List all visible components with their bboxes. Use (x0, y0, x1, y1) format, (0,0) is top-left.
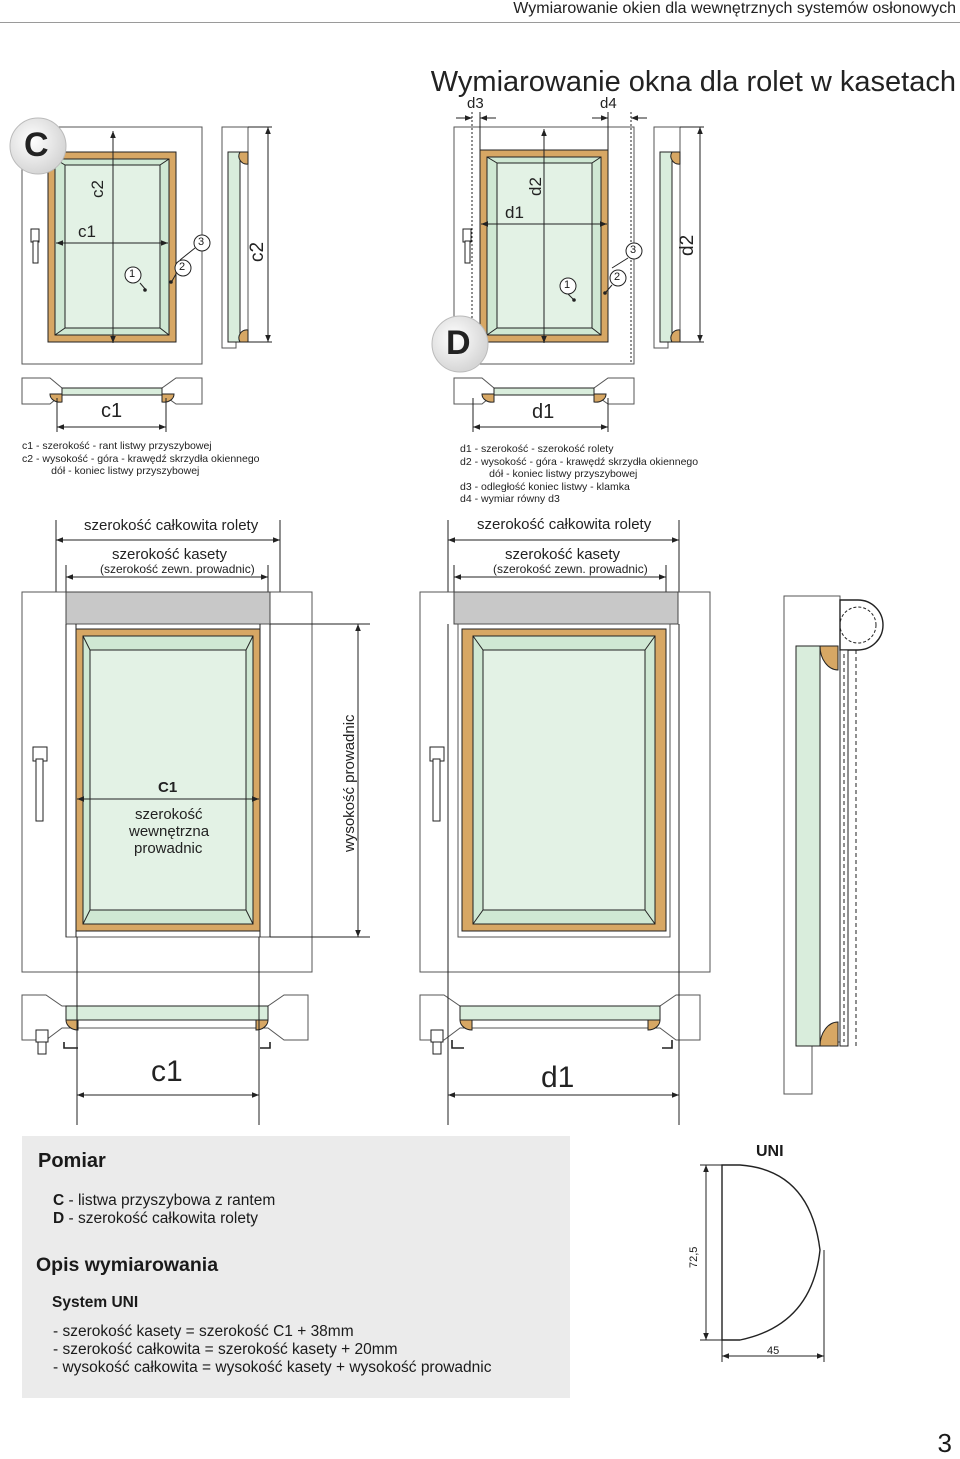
description-heading: Opis wymiarowania (36, 1254, 219, 1276)
badge-c-letter: C (24, 126, 49, 164)
info-box: Pomiar C - listwa przyszybowa z rantem D… (22, 1136, 570, 1398)
dim-d2-label: d2 (526, 177, 545, 196)
marker-2-d (609, 269, 627, 287)
inner-width-line2: wewnętrzna (129, 823, 210, 840)
total-width-right-label: szerokość całkowita rolety (477, 516, 652, 533)
dim-d1-plan-label: d1 (532, 401, 555, 423)
dim-d3-label: d3 (467, 95, 484, 112)
dim-d1-bottom-label: d1 (541, 1061, 575, 1094)
dim-c1-bottom-label: c1 (151, 1055, 183, 1088)
install-left-window (21, 520, 370, 973)
formula-line: - szerokość kasety = szerokość C1 + 38mm (53, 1323, 354, 1340)
inner-width-line1: szerokość (135, 806, 203, 823)
marker-3-d (625, 242, 643, 260)
dim-c1-label: c1 (78, 222, 96, 241)
marker-1-d (559, 277, 577, 295)
marker-label: 3 (630, 244, 637, 256)
profile-width-label: 45 (767, 1345, 780, 1357)
dim-c1-plan-label: c1 (101, 400, 123, 422)
legend-c: c1 - szerokość - rant listwy przyszybowe… (22, 440, 260, 477)
window-c-plan (21, 377, 203, 432)
legend-d: d1 - szerokość - szerokość rolety d2 - w… (460, 443, 699, 505)
total-width-left-label: szerokość całkowita rolety (84, 517, 259, 534)
cassette-sub-left-label: (szerokość zewn. prowadnic) (100, 562, 255, 576)
page-number: 3 (937, 1428, 952, 1458)
marker-label: 2 (614, 271, 621, 283)
marker-1-c (124, 266, 142, 284)
uni-profile (700, 1164, 825, 1362)
cassette-sub-right-label: (szerokość zewn. prowadnic) (493, 562, 648, 576)
install-left-plan (21, 937, 309, 1125)
legend-line-c: C - listwa przyszybowa z rantem (53, 1192, 276, 1209)
dim-d4-label: d4 (600, 95, 617, 112)
cassette-width-right-label: szerokość kasety (505, 546, 621, 563)
marker-label: 1 (564, 279, 571, 291)
guide-height-label: wysokość prowadnic (341, 714, 358, 852)
badge-c (9, 117, 67, 175)
system-heading: System UNI (52, 1294, 139, 1311)
inner-width-line3: prowadnic (134, 840, 203, 857)
marker-label: 1 (129, 268, 136, 280)
badge-d-letter: D (446, 324, 471, 362)
window-c-side (221, 126, 272, 349)
formula-line: - szerokość całkowita = szerokość kasety… (53, 1341, 398, 1358)
side-section (783, 595, 884, 1095)
cassette-width-left-label: szerokość kasety (112, 546, 228, 563)
running-header: Wymiarowanie okien dla wewnętrznych syst… (513, 0, 956, 17)
window-d-side (653, 126, 704, 349)
profile-height-label: 72,5 (688, 1246, 700, 1268)
install-right-plan (419, 624, 701, 1125)
measurement-heading: Pomiar (38, 1150, 106, 1172)
dim-c2-label: c2 (88, 180, 107, 198)
dim-d1-label: d1 (505, 203, 524, 222)
dim-c2-side-label: c2 (247, 241, 268, 262)
marker-label: 3 (198, 236, 205, 248)
c1-inner-label: C1 (158, 779, 178, 796)
legend-line-d: D - szerokość całkowita rolety (53, 1210, 259, 1227)
uni-profile-title: UNI (756, 1143, 784, 1160)
window-d-plan (453, 377, 635, 432)
marker-label: 2 (179, 261, 186, 273)
marker-2-c (174, 259, 192, 277)
header-rule (0, 22, 960, 23)
dim-d2-side-label: d2 (677, 234, 698, 256)
page-title: Wymiarowanie okna dla rolet w kasetach (430, 66, 956, 98)
badge-d (431, 315, 489, 373)
install-right-window (419, 520, 711, 973)
marker-3-c (193, 234, 211, 252)
formula-line: - wysokość całkowita = wysokość kasety +… (53, 1359, 492, 1376)
window-d-front (453, 112, 647, 365)
marker-leaders (139, 247, 629, 301)
